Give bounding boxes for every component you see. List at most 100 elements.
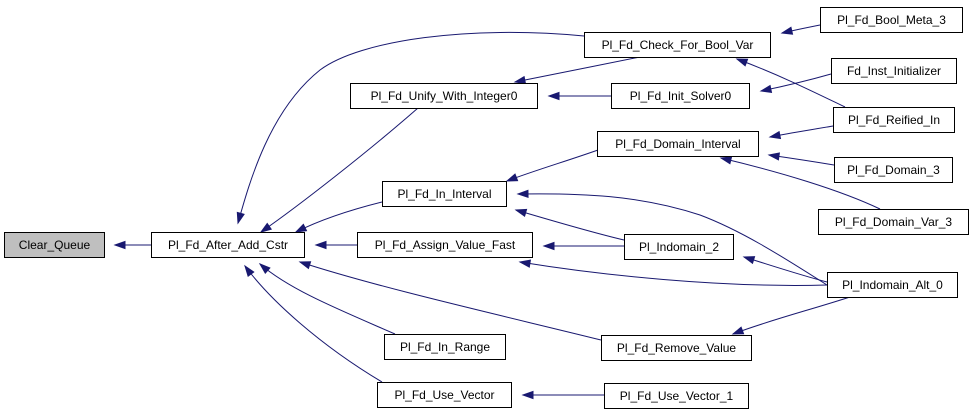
arrowhead	[767, 152, 780, 161]
node-label: Fd_Inst_Initializer	[847, 64, 941, 78]
node-label: Pl_Fd_Reified_In	[848, 113, 940, 127]
edge-domain_3-to-domain_interval	[767, 152, 835, 166]
node-label: Pl_Fd_Remove_Value	[617, 341, 737, 355]
node-label: Pl_Indomain_Alt_0	[842, 278, 943, 292]
node-assign-value-fast[interactable]: Pl_Fd_Assign_Value_Fast	[357, 232, 533, 258]
edge-inst_initializer-to-init_solver0	[759, 73, 832, 93]
edge-line	[295, 201, 383, 233]
edge-line	[515, 209, 625, 241]
node-label: Pl_Fd_Unify_With_Integer0	[371, 89, 518, 103]
edge-assign_value_fast-to-after_add_cstr	[314, 240, 357, 250]
edge-line	[260, 107, 419, 233]
edge-domain_var_3-to-domain_interval	[719, 156, 881, 210]
edge-line	[237, 31, 585, 224]
node-use-vector-1[interactable]: Pl_Fd_Use_Vector_1	[604, 383, 749, 409]
node-layer: Clear_Queue Pl_Fd_After_Add_Cstr Pl_Fd_Uni…	[4, 7, 969, 409]
arrowhead	[244, 264, 255, 277]
edge-after_add_cstr-to-clear_queue	[113, 240, 151, 250]
node-init-solver0[interactable]: Pl_Fd_Init_Solver0	[611, 83, 750, 109]
arrowhead	[514, 208, 528, 217]
node-box[interactable]	[597, 131, 759, 157]
arrowhead	[521, 390, 534, 400]
node-label: Pl_Indomain_2	[639, 240, 719, 254]
edge-unify_with_integer0-to-after_add_cstr	[259, 107, 419, 233]
arrowhead	[547, 91, 560, 101]
edge-line	[519, 261, 828, 286]
node-box[interactable]	[611, 83, 750, 109]
node-remove-value[interactable]: Pl_Fd_Remove_Value	[601, 335, 752, 361]
node-check-for-bool-var[interactable]: Pl_Fd_Check_For_Bool_Var	[584, 32, 771, 58]
edge-indomain_2-to-assign_value_fast	[542, 241, 624, 251]
node-use-vector[interactable]: Pl_Fd_Use_Vector	[377, 382, 512, 408]
arrowhead	[314, 240, 327, 250]
edge-use_vector_1-to-use_vector	[521, 390, 604, 400]
arrowhead	[259, 222, 273, 233]
arrowhead	[113, 240, 126, 250]
edge-in_range-to-after_add_cstr	[258, 263, 396, 335]
node-domain-3[interactable]: Pl_Fd_Domain_3	[834, 157, 953, 183]
node-box[interactable]	[151, 232, 305, 258]
edge-line	[299, 261, 602, 341]
node-box[interactable]	[357, 232, 533, 258]
arrowhead	[505, 173, 519, 182]
node-clear-queue[interactable]: Clear_Queue	[4, 232, 105, 258]
node-label: Pl_Fd_In_Range	[400, 340, 490, 354]
node-label: Pl_Fd_Init_Solver0	[630, 89, 732, 103]
edge-indomain_2-to-in_interval	[514, 208, 625, 241]
edge-reified_in-to-check_for_bool_var	[735, 58, 846, 108]
edge-indomain_alt_0-to-in_interval	[516, 189, 828, 286]
node-box[interactable]	[377, 382, 512, 408]
edge-line	[732, 296, 851, 335]
edge-line	[720, 157, 881, 210]
arrowhead	[759, 84, 773, 93]
arrowhead	[768, 130, 782, 140]
node-box[interactable]	[604, 383, 749, 409]
arrowhead	[735, 58, 749, 67]
node-box[interactable]	[818, 209, 969, 235]
node-box[interactable]	[624, 234, 734, 260]
edge-indomain_alt_0-to-indomain_2	[742, 256, 828, 283]
node-label: Pl_Fd_Domain_Interval	[615, 137, 740, 151]
arrowhead	[780, 26, 794, 35]
node-box[interactable]	[831, 58, 957, 84]
node-indomain-2[interactable]: Pl_Indomain_2	[624, 234, 734, 260]
node-box[interactable]	[4, 232, 105, 258]
arrowhead	[516, 189, 529, 199]
node-box[interactable]	[834, 157, 953, 183]
node-domain-interval[interactable]: Pl_Fd_Domain_Interval	[597, 131, 759, 157]
node-label: Pl_Fd_Domain_3	[847, 163, 940, 177]
node-after-add-cstr[interactable]: Pl_Fd_After_Add_Cstr	[151, 232, 305, 258]
node-in-range[interactable]: Pl_Fd_In_Range	[384, 334, 506, 360]
node-in-interval[interactable]: Pl_Fd_In_Interval	[382, 181, 507, 207]
arrowhead	[518, 259, 532, 268]
node-unify-with-integer0[interactable]: Pl_Fd_Unify_With_Integer0	[350, 83, 538, 109]
edge-line	[736, 58, 846, 108]
node-reified-in[interactable]: Pl_Fd_Reified_In	[833, 107, 955, 133]
edge-use_vector-to-after_add_cstr	[244, 264, 383, 383]
node-box[interactable]	[584, 32, 771, 58]
node-label: Pl_Fd_Use_Vector_1	[620, 389, 734, 403]
edge-indomain_alt_0-to-assign_value_fast	[518, 259, 828, 286]
node-box[interactable]	[601, 335, 752, 361]
node-box[interactable]	[384, 334, 506, 360]
edge-bool_meta_3-to-check_for_bool_var	[780, 24, 821, 35]
edge-layer	[113, 24, 881, 400]
arrowhead	[298, 261, 312, 270]
node-label: Clear_Queue	[19, 238, 91, 252]
node-box[interactable]	[833, 107, 955, 133]
node-domain-var-3[interactable]: Pl_Fd_Domain_Var_3	[818, 209, 969, 235]
edge-domain_interval-to-in_interval	[505, 149, 599, 182]
edge-indomain_alt_0-to-remove_value	[731, 296, 851, 335]
arrowhead	[542, 241, 555, 251]
node-box[interactable]	[827, 272, 958, 298]
node-box[interactable]	[382, 181, 507, 207]
node-inst-initializer[interactable]: Fd_Inst_Initializer	[831, 58, 957, 84]
node-box[interactable]	[350, 83, 538, 109]
node-indomain-alt-0[interactable]: Pl_Indomain_Alt_0	[827, 272, 958, 298]
node-label: Pl_Fd_Domain_Var_3	[835, 215, 953, 229]
node-box[interactable]	[820, 7, 963, 33]
node-bool-meta-3[interactable]: Pl_Fd_Bool_Meta_3	[820, 7, 963, 33]
arrowhead	[513, 75, 527, 85]
edge-in_interval-to-after_add_cstr	[294, 201, 383, 233]
